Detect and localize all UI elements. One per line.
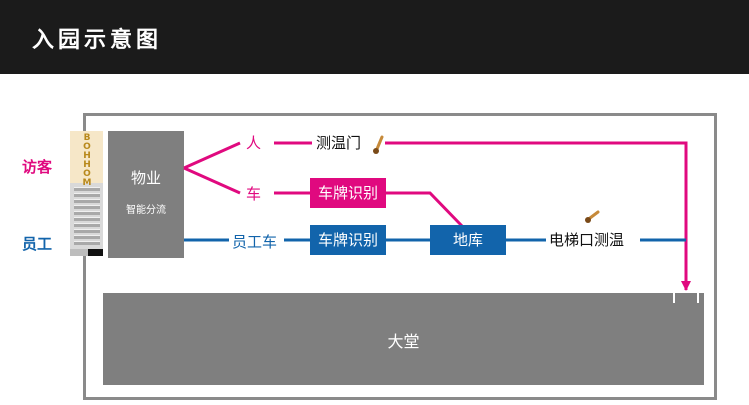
plate-recognition-visitor: 车牌识别 bbox=[310, 178, 386, 208]
brand-letter: B bbox=[83, 133, 91, 143]
gate-bar bbox=[74, 241, 100, 245]
car-node: 车 bbox=[243, 184, 265, 204]
brand-letter: O bbox=[83, 169, 91, 179]
brand-letter: M bbox=[82, 178, 92, 188]
visitor-label: 访客 bbox=[22, 158, 53, 176]
brand-letter: O bbox=[83, 142, 91, 152]
gate-bar bbox=[74, 205, 100, 209]
gate-bar bbox=[74, 235, 100, 239]
brand-letter: H bbox=[83, 160, 91, 170]
entrance-gate: B O H H O M bbox=[70, 131, 103, 256]
page-title: 入园示意图 bbox=[32, 28, 163, 53]
gate-bar bbox=[74, 193, 100, 197]
header-bar: 入园示意图 bbox=[0, 0, 749, 74]
gate-base-dark bbox=[88, 249, 103, 256]
gate-bar bbox=[74, 223, 100, 227]
brand-letter: H bbox=[83, 151, 91, 161]
gate-bar bbox=[74, 199, 100, 203]
temp-gate-node: 测温门 bbox=[313, 133, 365, 153]
employee-label: 员工 bbox=[22, 235, 53, 253]
property-title: 物业 bbox=[130, 169, 161, 187]
property-block: 物业 智能分流 bbox=[108, 131, 184, 258]
lobby-block: 大堂 bbox=[103, 293, 704, 385]
plate-to-garage-line bbox=[386, 191, 464, 228]
person-node: 人 bbox=[243, 133, 265, 153]
plate-recognition-employee: 车牌识别 bbox=[310, 225, 386, 255]
lobby-label: 大堂 bbox=[387, 332, 420, 351]
gate-bar bbox=[74, 229, 100, 233]
gate-bar bbox=[74, 211, 100, 215]
property-subtitle: 智能分流 bbox=[126, 205, 166, 216]
gate-bar bbox=[74, 187, 100, 191]
elevator-temp-node: 电梯口测温 bbox=[546, 230, 628, 250]
visitor-car-branch bbox=[183, 166, 241, 195]
visitor-person-branch bbox=[183, 141, 241, 170]
thermometer-icon bbox=[373, 135, 384, 154]
gate-brand-panel: B O H H O M bbox=[70, 131, 103, 188]
thermometer-icon bbox=[585, 210, 600, 223]
gate-bar bbox=[74, 217, 100, 221]
employee-car-node: 员工车 bbox=[229, 232, 281, 252]
garage-node: 地库 bbox=[430, 225, 506, 255]
gate-base bbox=[70, 249, 88, 256]
